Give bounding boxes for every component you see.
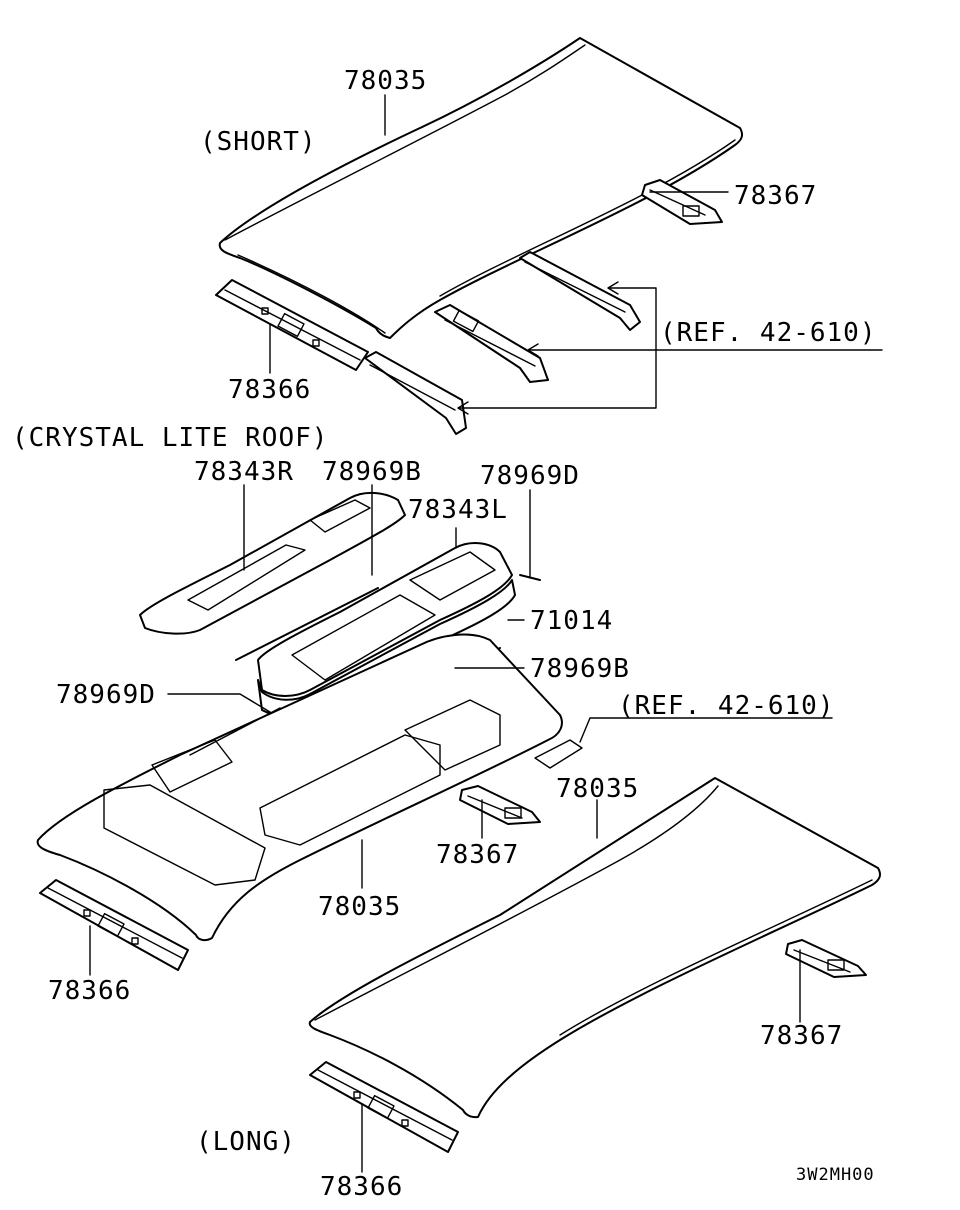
- strip-78969B-upper: [235, 587, 379, 661]
- group-label-crystal: (CRYSTAL LITE ROOF): [12, 423, 328, 453]
- label-78969B-mid: 78969B: [530, 654, 630, 684]
- leader-ref-mid: [579, 717, 833, 743]
- long-roof-panel: [308, 777, 881, 1119]
- label-78035-top: 78035: [344, 66, 427, 96]
- crystal-roof-panel: [36, 633, 563, 942]
- label-78969B-top: 78969B: [322, 457, 422, 487]
- group-label-short: (SHORT): [200, 127, 317, 157]
- group-label-long: (LONG): [196, 1127, 296, 1157]
- label-ref-top: (REF. 42-610): [660, 318, 877, 348]
- crystal-front-header-rail: [39, 879, 189, 971]
- label-78367-top: 78367: [734, 181, 817, 211]
- label-78035-mid: 78035: [318, 892, 401, 922]
- label-78367-mid: 78367: [436, 840, 519, 870]
- label-78366-top: 78366: [228, 375, 311, 405]
- long-front-header-rail: [309, 1061, 459, 1153]
- label-78035-long: 78035: [556, 774, 639, 804]
- label-78343L: 78343L: [408, 495, 508, 525]
- label-78366-bot: 78366: [320, 1172, 403, 1202]
- label-ref-mid: (REF. 42-610): [618, 691, 835, 721]
- crystal-glass-78343R: [139, 492, 406, 635]
- leader-78969D-mid: [167, 693, 271, 713]
- label-78343R: 78343R: [194, 457, 294, 487]
- short-roof-bows: [364, 251, 641, 435]
- drawing-code: 3W2MH00: [796, 1165, 875, 1185]
- label-78366-mid: 78366: [48, 976, 131, 1006]
- label-78969D-mid: 78969D: [56, 680, 156, 710]
- short-front-header-rail: [215, 279, 369, 371]
- ref-bracket-mid-part: [534, 739, 583, 769]
- crystal-rear-header-rail: [459, 785, 541, 825]
- long-rear-header-rail: [785, 939, 867, 978]
- label-71014: 71014: [530, 606, 613, 636]
- short-roof-panel: [218, 37, 744, 339]
- label-78367-bot: 78367: [760, 1021, 843, 1051]
- short-rear-header-rail: [641, 179, 723, 225]
- ref-bracket-top: [457, 281, 883, 415]
- label-78969D-top: 78969D: [480, 461, 580, 491]
